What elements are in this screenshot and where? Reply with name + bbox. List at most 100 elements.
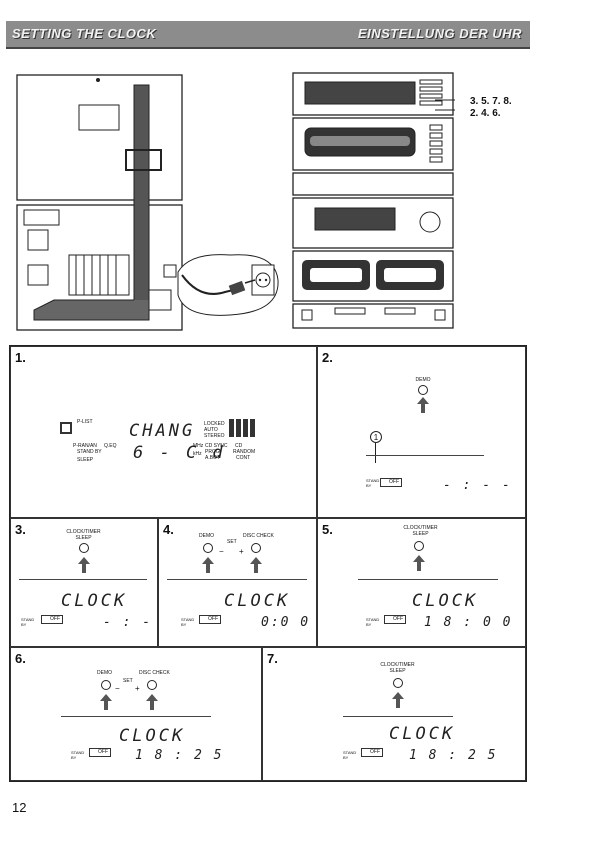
indicator-cd-sync: CD SYNC (205, 443, 228, 449)
title-de: EINSTELLUNG DER UHR (357, 26, 522, 41)
press-arrow-icon (413, 555, 425, 571)
press-arrow-left-icon (100, 694, 112, 710)
plus-label: + (135, 684, 140, 693)
full-display-icon (60, 422, 72, 434)
off-indicator: OFF (384, 615, 406, 624)
right-button-label: DISC CHECK (139, 670, 170, 676)
marker-circle: 1 (370, 431, 382, 443)
display-divider (19, 579, 147, 580)
step-2-panel: 2. DEMO 1 STAND BY OFF - : - - (317, 346, 526, 518)
press-arrow-left-icon (202, 557, 214, 573)
lcd-time: 0:0 0 (261, 615, 311, 630)
indicator-cd: CD (235, 443, 243, 449)
lcd-top-text: CLOCK (412, 591, 479, 611)
step-number: 3. (15, 522, 26, 537)
display-divider (61, 716, 211, 717)
marker-line (375, 443, 376, 463)
lcd-time: 1 8 : 2 5 (135, 748, 224, 763)
callout-bottom: 2. 4. 6. (470, 108, 501, 119)
lcd-top-text: CHANG (129, 421, 196, 441)
step-4-panel: 4. DEMO DISC CHECK SET − + CLOCK STAND B… (158, 518, 317, 647)
disc-check-button-icon (251, 543, 261, 553)
set-label: SET (227, 539, 237, 545)
stereo-front-illustration (292, 72, 455, 329)
off-indicator: OFF (89, 748, 111, 757)
clock-timer-button-icon (393, 678, 403, 688)
press-arrow-icon (392, 692, 404, 708)
lcd-top-text: CLOCK (389, 724, 456, 744)
button-label: DEMO (415, 377, 431, 383)
press-arrow-right-icon (146, 694, 158, 710)
step-number: 1. (15, 350, 26, 365)
step-1-panel: 1. P-LIST P-RAN/AN Q.EQ STAND BY SLEEP C… (10, 346, 317, 518)
press-arrow-icon (78, 557, 90, 573)
indicator-cont: CONT (236, 455, 251, 461)
left-button-label: DEMO (97, 670, 112, 676)
step-number: 7. (267, 651, 278, 666)
press-arrow-icon (417, 397, 429, 413)
step-number: 6. (15, 651, 26, 666)
minus-label: − (219, 547, 224, 556)
press-arrow-right-icon (250, 557, 262, 573)
indicator-abot: A.BOT (205, 455, 221, 461)
off-indicator: OFF (41, 615, 63, 624)
step-number: 4. (163, 522, 174, 537)
indicator-qeq: Q.EQ (104, 443, 117, 449)
off-indicator: OFF (361, 748, 383, 757)
lcd-top-text: CLOCK (224, 591, 291, 611)
standby-label: STAND BY (181, 617, 195, 627)
step-number: 5. (322, 522, 333, 537)
lcd-top-text: CLOCK (119, 726, 186, 746)
steps-grid (9, 345, 527, 782)
standby-label: STAND BY (21, 617, 35, 627)
left-button-label: DEMO (199, 533, 214, 539)
header-bar: SETTING THE CLOCK EINSTELLUNG DER UHR (6, 21, 530, 49)
indicator-auto: AUTO (204, 427, 218, 433)
clock-timer-button-icon (79, 543, 89, 553)
clock-timer-button-icon (414, 541, 424, 551)
indicator-stereo: STEREO (204, 433, 225, 439)
standby-label: STAND BY (366, 478, 380, 488)
button-label: CLOCK/TIMER SLEEP (403, 525, 438, 537)
callout-top: 3. 5. 7. 8. (470, 96, 512, 107)
lcd-time: 1 8 : 2 5 (409, 748, 498, 763)
display-divider (167, 579, 307, 580)
indicator-random: RANDOM (233, 449, 256, 455)
indicator-pranan: P-RAN/AN (73, 443, 97, 449)
standby-label: STAND BY (366, 617, 380, 627)
demo-button-icon (203, 543, 213, 553)
lcd-bottom-text: 6 - C d (133, 443, 226, 463)
display-divider (366, 455, 484, 456)
minus-label: − (115, 684, 120, 693)
right-button-label: DISC CHECK (243, 533, 274, 539)
indicator-standby: STAND BY (77, 449, 102, 455)
level-meter-icon (229, 419, 255, 437)
step-3-panel: 3. CLOCK/TIMER SLEEP CLOCK STAND BY OFF … (10, 518, 170, 647)
lcd-time: - : - - (443, 478, 512, 493)
unit-mhz: MHz (193, 443, 204, 449)
disc-check-button-icon (147, 680, 157, 690)
step-7-panel: 7. CLOCK/TIMER SLEEP CLOCK STAND BY OFF … (262, 647, 526, 781)
button-label: CLOCK/TIMER SLEEP (66, 529, 101, 541)
display-divider (358, 579, 498, 580)
indicator-plist: P-LIST (77, 419, 93, 425)
plus-label: + (239, 547, 244, 556)
step-5-panel: 5. CLOCK/TIMER SLEEP CLOCK STAND BY OFF … (317, 518, 526, 647)
set-label: SET (123, 678, 133, 684)
off-indicator: OFF (199, 615, 221, 624)
lcd-top-text: CLOCK (61, 591, 128, 611)
unit-khz: kHz (193, 451, 202, 457)
standby-label: STAND BY (71, 750, 85, 760)
indicator-prog: PROG. (205, 449, 222, 455)
lcd-time: - : - - (103, 615, 172, 630)
demo-button-icon (418, 385, 428, 395)
button-label: CLOCK/TIMER SLEEP (380, 662, 415, 674)
step-number: 2. (322, 350, 333, 365)
indicator-sleep: SLEEP (77, 457, 94, 463)
power-plug-illustration (177, 254, 279, 316)
off-indicator: OFF (380, 478, 402, 487)
page-number: 12 (12, 800, 27, 815)
demo-button-icon (101, 680, 111, 690)
step-6-panel: 6. DEMO DISC CHECK SET − + CLOCK STAND B… (10, 647, 262, 781)
lcd-time: 1 8 : 0 0 (424, 615, 513, 630)
